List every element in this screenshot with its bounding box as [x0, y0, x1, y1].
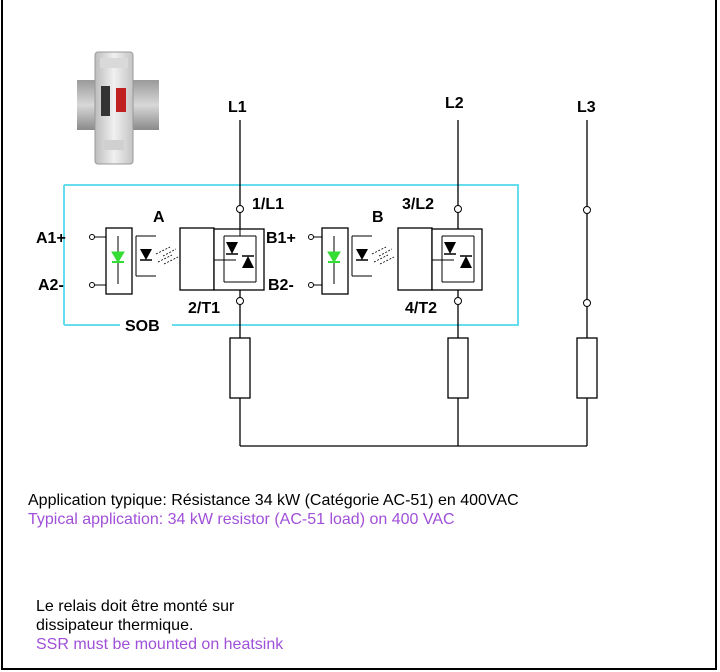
relay-a-label: A [153, 209, 165, 226]
phase-label-l3: L3 [577, 99, 596, 116]
phase-label-l2: L2 [445, 95, 464, 112]
load-resistor-l3 [576, 337, 598, 399]
input-label-a1-plus: A1+ [36, 230, 66, 247]
input-label-b1-plus: B1+ [266, 230, 296, 247]
terminal-label-1-l1: 1/L1 [252, 196, 284, 213]
terminal-label-4-t2: 4/T2 [405, 300, 437, 317]
module-label: SOB [125, 318, 160, 335]
load-resistor-l2 [447, 337, 469, 399]
terminal-label-3-l2: 3/L2 [402, 196, 434, 213]
relay-a [94, 227, 265, 295]
relay-b [313, 227, 483, 295]
input-label-a2-minus: A2- [38, 277, 64, 294]
input-label-b2-minus: B2- [268, 277, 294, 294]
load-resistor-l1 [229, 337, 251, 399]
phase-label-l1: L1 [228, 99, 247, 116]
mounting-note-fr-line2: dissipateur thermique. [36, 617, 194, 634]
relay-b-label: B [372, 209, 384, 226]
terminal-label-2-t1: 2/T1 [188, 300, 220, 317]
mounting-note-en: SSR must be mounted on heatsink [36, 636, 284, 653]
product-photo [77, 51, 159, 165]
application-note-fr: Application typique: Résistance 34 kW (C… [28, 492, 519, 509]
mounting-note-fr-line1: Le relais doit être monté sur [36, 598, 235, 615]
application-note-en: Typical application: 34 kW resistor (AC-… [28, 511, 455, 528]
module-outline [64, 184, 519, 326]
